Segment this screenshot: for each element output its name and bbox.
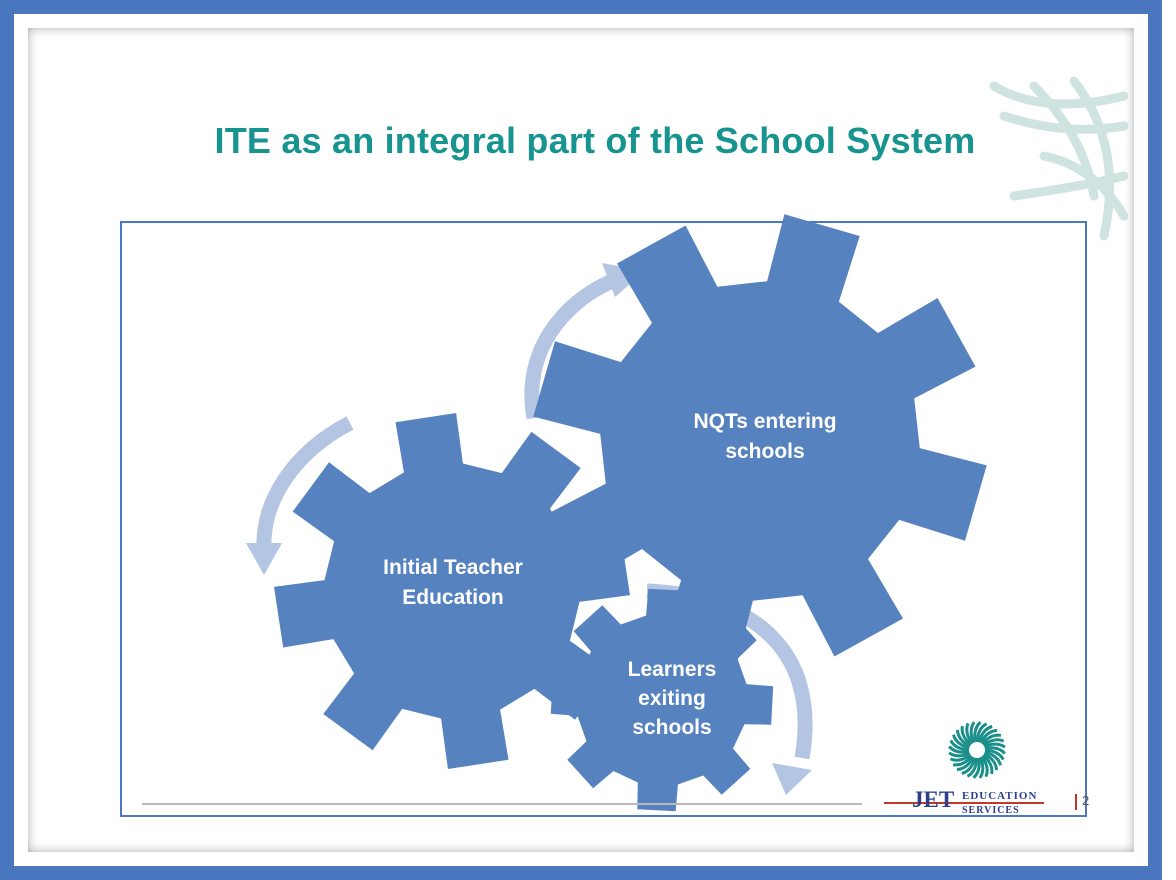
sunburst-ray <box>984 750 1002 766</box>
slide-title: ITE as an integral part of the School Sy… <box>214 120 976 161</box>
sunburst-ray <box>966 757 979 778</box>
sunburst-ray <box>984 748 1005 761</box>
gear-nqt <box>533 214 987 668</box>
decorative-swirl-graphic <box>989 76 1129 241</box>
sunburst-ray <box>977 725 993 743</box>
sunburst-ray <box>984 746 1006 755</box>
gear-learners <box>550 588 774 812</box>
sunburst-ray <box>982 753 994 775</box>
page-number: 2 <box>1082 793 1090 808</box>
sunburst-ray <box>960 725 972 747</box>
sunburst-ray <box>956 729 971 748</box>
sunburst-ray <box>975 722 988 743</box>
sunburst-ray <box>978 756 985 779</box>
sunburst-ray <box>961 757 977 775</box>
logo-line1: EDUCATION <box>962 790 1038 802</box>
gear-label-learners: Learners exiting schools <box>627 658 717 739</box>
arrow-left <box>246 416 354 575</box>
gear-label-nqt: NQTs entering schools <box>693 410 837 463</box>
gear-label-ite: Initial Teacher Education <box>383 556 523 609</box>
sunburst-ray <box>980 733 1002 745</box>
sunburst-ray <box>979 729 998 744</box>
sunburst-center <box>970 743 984 757</box>
sunburst-ray <box>973 721 982 743</box>
jet-logo-sunburst-icon <box>948 721 1006 779</box>
diagram-box: Initial Teacher Education NQTs entering … <box>120 214 1090 817</box>
sunburst-ray <box>948 751 971 758</box>
sunburst-ray <box>980 755 989 778</box>
page-number-separator <box>1075 794 1077 810</box>
sunburst-ray <box>965 722 974 745</box>
sunburst-ray <box>948 745 970 754</box>
footer-divider <box>142 803 862 805</box>
sunburst-ray <box>952 734 970 750</box>
gear-diagram <box>246 214 987 812</box>
sunburst-ray <box>952 755 974 767</box>
logo-underline <box>884 802 1044 804</box>
logo-line2: SERVICES <box>962 805 1020 816</box>
sunburst-ray <box>983 752 998 771</box>
gear-ite <box>274 413 630 769</box>
sunburst-ray <box>972 757 981 779</box>
sunburst-ray <box>949 753 972 762</box>
sunburst-ray <box>982 738 1005 747</box>
sunburst-ray <box>949 739 970 752</box>
sunburst-ray <box>956 756 975 771</box>
sunburst-ray <box>983 742 1006 749</box>
sunburst-ray <box>969 721 976 744</box>
logo-brand: JET <box>912 787 955 812</box>
